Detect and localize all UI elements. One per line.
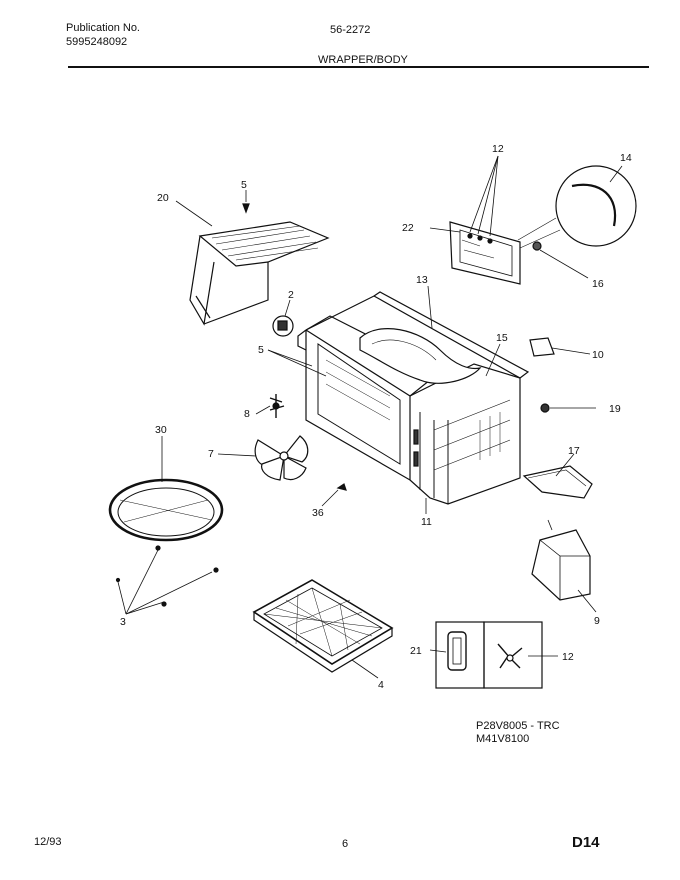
callout-12-bottom: 12 xyxy=(562,651,574,663)
cabinet-body xyxy=(297,291,530,505)
header-rule xyxy=(68,66,649,68)
model-number-2: M41V8100 xyxy=(476,733,530,745)
footer-page-number: 6 xyxy=(342,838,349,850)
part-16-screw xyxy=(532,241,542,251)
callout-17: 17 xyxy=(568,445,580,457)
callout-7: 7 xyxy=(208,448,214,460)
callout-12-top: 12 xyxy=(492,143,504,155)
part-3-rollers xyxy=(115,545,219,607)
part-7-fan-blade xyxy=(254,435,309,481)
callout-5-top: 5 xyxy=(241,179,247,191)
callout-20: 20 xyxy=(157,192,169,204)
callout-36: 36 xyxy=(312,507,324,519)
callout-3: 3 xyxy=(120,616,126,628)
callout-30: 30 xyxy=(155,424,167,436)
part-17-bracket xyxy=(522,465,593,499)
part-22-control-panel xyxy=(449,221,521,285)
part-20-wrapper-panel xyxy=(189,221,330,326)
callout-19: 19 xyxy=(609,403,621,415)
detail-box-21-12 xyxy=(435,621,543,689)
part-2-clip xyxy=(272,315,294,337)
footer-date: 12/93 xyxy=(34,836,62,848)
part-4-tray xyxy=(252,579,394,673)
leader-lines xyxy=(117,155,623,679)
part-19-screw xyxy=(540,403,550,413)
part-8-motor-bracket xyxy=(269,394,285,418)
doc-code: 56-2272 xyxy=(330,24,371,36)
callout-22: 22 xyxy=(402,222,414,234)
part-10-plate xyxy=(529,337,555,357)
callout-13: 13 xyxy=(416,274,428,286)
callout-5-mid: 5 xyxy=(258,344,264,356)
model-number-1: P28V8005 - TRC xyxy=(476,720,560,732)
part-5-screw xyxy=(242,203,250,214)
callout-10: 10 xyxy=(592,349,604,361)
callout-8: 8 xyxy=(244,408,250,420)
callout-14: 14 xyxy=(620,152,632,164)
part-30-turntable-ring xyxy=(108,478,224,542)
footer-page-code: D14 xyxy=(572,834,600,851)
callout-4: 4 xyxy=(378,679,384,691)
publication-number: 5995248092 xyxy=(66,36,128,48)
callout-21: 21 xyxy=(410,645,422,657)
callout-9: 9 xyxy=(594,615,600,627)
callout-15: 15 xyxy=(496,332,508,344)
part-14-wire-detail xyxy=(517,165,637,249)
part-36-screw xyxy=(336,483,347,491)
callout-11: 11 xyxy=(421,516,432,528)
part-9-duct xyxy=(531,519,591,601)
callout-2: 2 xyxy=(288,289,294,301)
callout-labels: 20 5 2 5 8 7 30 3 4 36 11 12 22 16 14 13… xyxy=(120,143,632,691)
section-title: WRAPPER/BODY xyxy=(318,54,408,66)
callout-16: 16 xyxy=(592,278,604,290)
publication-label: Publication No. xyxy=(66,22,140,34)
